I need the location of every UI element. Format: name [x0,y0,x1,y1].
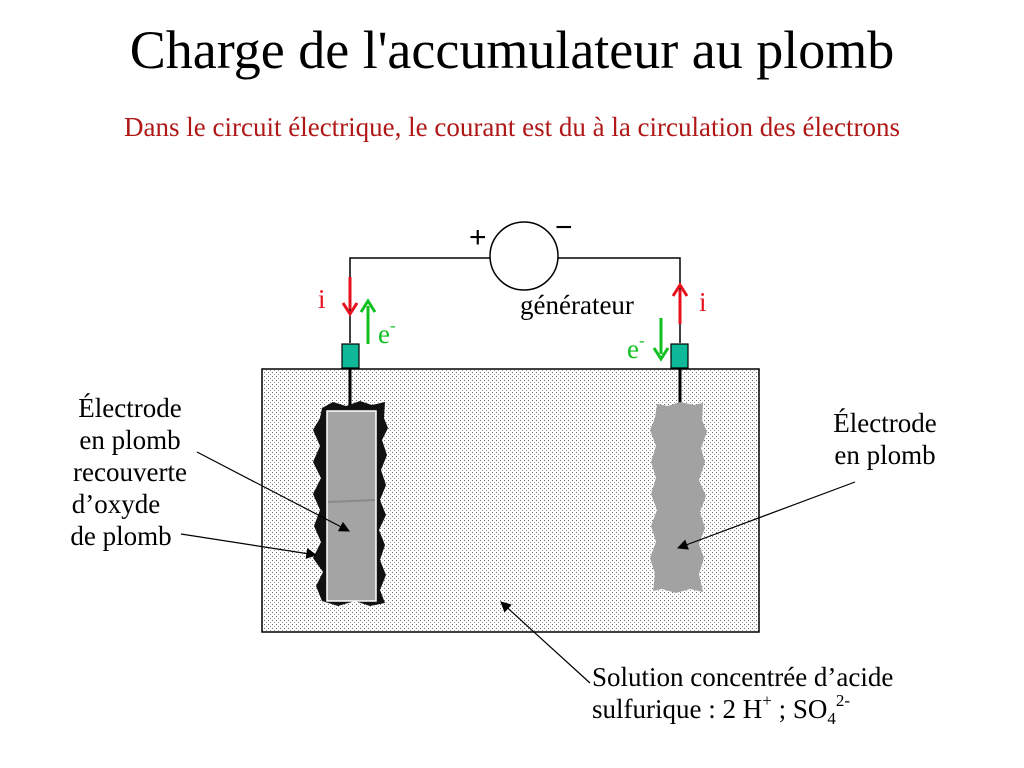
leader-solution [500,601,591,684]
solution-ions-text: sulfurique : 2 H [592,694,763,724]
leader-left-electrode [196,451,350,532]
electron-label-right: e- [627,331,645,365]
h-ion-charge: + [762,691,772,710]
left-electrode-label: Électrode en plomb recouverte d’oxyde de… [40,392,220,552]
leader-left-oxide [180,533,318,559]
right-electrode-label-line: en plomb [834,440,936,470]
generator-minus-label: − [555,211,573,244]
electron-charge: - [389,316,396,335]
left-electrode-label-line: recouverte [73,457,187,487]
left-terminal [341,343,360,369]
current-label-right: i [699,287,707,317]
solution-label-line-1: Solution concentrée d’acide [592,662,894,692]
left-electrode-label-line: Électrode [78,393,182,423]
electron-symbol: e [627,334,639,364]
so4-subscript: 4 [827,709,836,728]
electron-symbol: e [378,319,390,349]
right-terminal [670,343,689,369]
left-electrode-label-line: en plomb [79,425,181,455]
electron-label-left: e- [378,316,396,350]
generator-label: générateur [520,290,634,320]
generator-plus-label: + [469,221,487,254]
electron-charge: - [638,331,645,350]
right-electrode-label: Électrode en plomb [800,407,970,471]
current-label-left: i [318,284,326,314]
page-title: Charge de l'accumulateur au plomb [129,20,895,80]
right-electrode [650,402,707,593]
solution-label: Solution concentrée d’acide sulfurique :… [592,661,894,728]
generator-symbol [489,221,559,291]
left-electrode-label-line: de plomb [70,521,172,551]
so4-charge: 2- [835,691,851,710]
leader-right-electrode [676,481,856,550]
right-electrode-label-line: Électrode [833,408,937,438]
left-electrode [313,401,388,606]
page-subtitle: Dans le circuit électrique, le courant e… [124,112,900,142]
solution-label-line-2: sulfurique : 2 H+ ; SO42- [592,691,893,728]
solution-separator: ; SO [771,694,828,724]
left-electrode-label-line: d’oxyde [71,489,161,519]
